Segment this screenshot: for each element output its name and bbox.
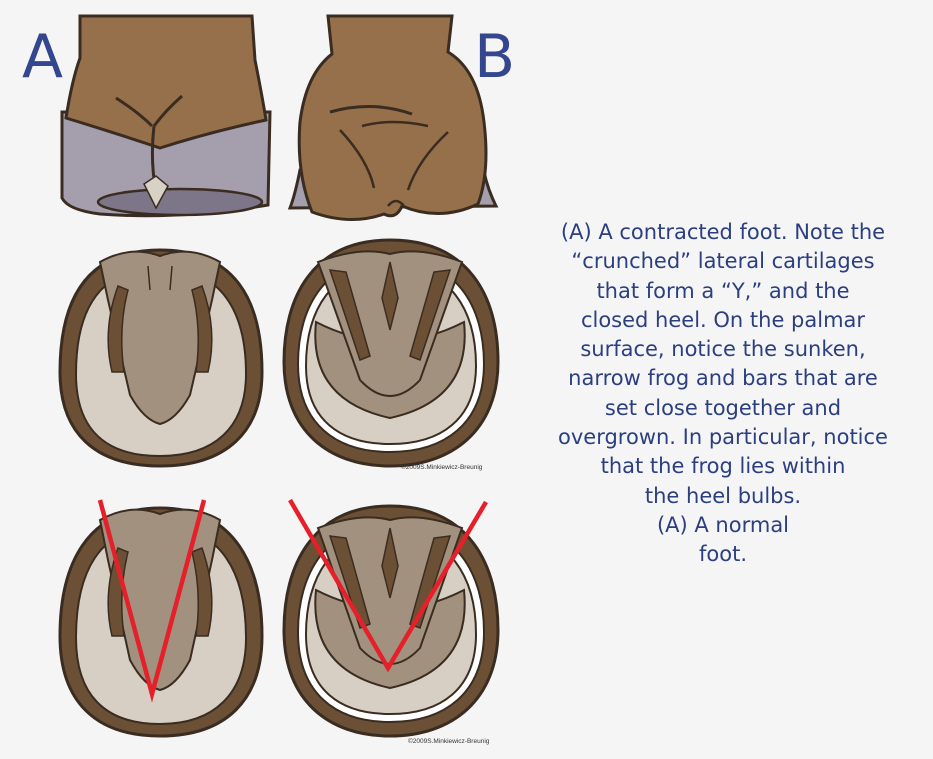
normal-foot-solar-view bbox=[282, 238, 500, 468]
caption-line: closed heel. On the palmar bbox=[580, 307, 866, 332]
contracted-foot-solar-view-overlay bbox=[58, 499, 264, 738]
caption-line: overgrown. In particular, notice bbox=[558, 425, 888, 450]
caption-line: “crunched” lateral cartilages bbox=[571, 249, 875, 274]
copyright-notice: ©2009S.Minkiewicz-Breunig bbox=[401, 464, 483, 471]
normal-foot-heel-view bbox=[287, 14, 499, 222]
contracted-foot-heel-view bbox=[60, 14, 272, 218]
caption-line: narrow frog and bars that are bbox=[568, 366, 878, 391]
caption-line: that form a “Y,” and the bbox=[596, 278, 850, 303]
caption-line: (A) A normal bbox=[656, 512, 790, 537]
caption-line: the heel bulbs. bbox=[644, 483, 802, 508]
caption-line: surface, notice the sunken, bbox=[580, 337, 866, 362]
panel-label-b: B bbox=[474, 22, 516, 92]
panel-label-a: A bbox=[22, 22, 64, 92]
caption-line: (A) A contracted foot. Note the bbox=[560, 220, 886, 244]
normal-foot-solar-view-overlay bbox=[282, 498, 500, 738]
caption: (A) A contracted foot. Note the “crunche… bbox=[528, 218, 918, 570]
caption-line: that the frog lies within bbox=[600, 454, 846, 479]
caption-line: foot. bbox=[699, 542, 747, 567]
contracted-foot-solar-view bbox=[58, 248, 264, 468]
caption-line: set close together and bbox=[604, 395, 842, 420]
copyright-notice: ©2009S.Minkiewicz-Breunig bbox=[408, 738, 490, 745]
